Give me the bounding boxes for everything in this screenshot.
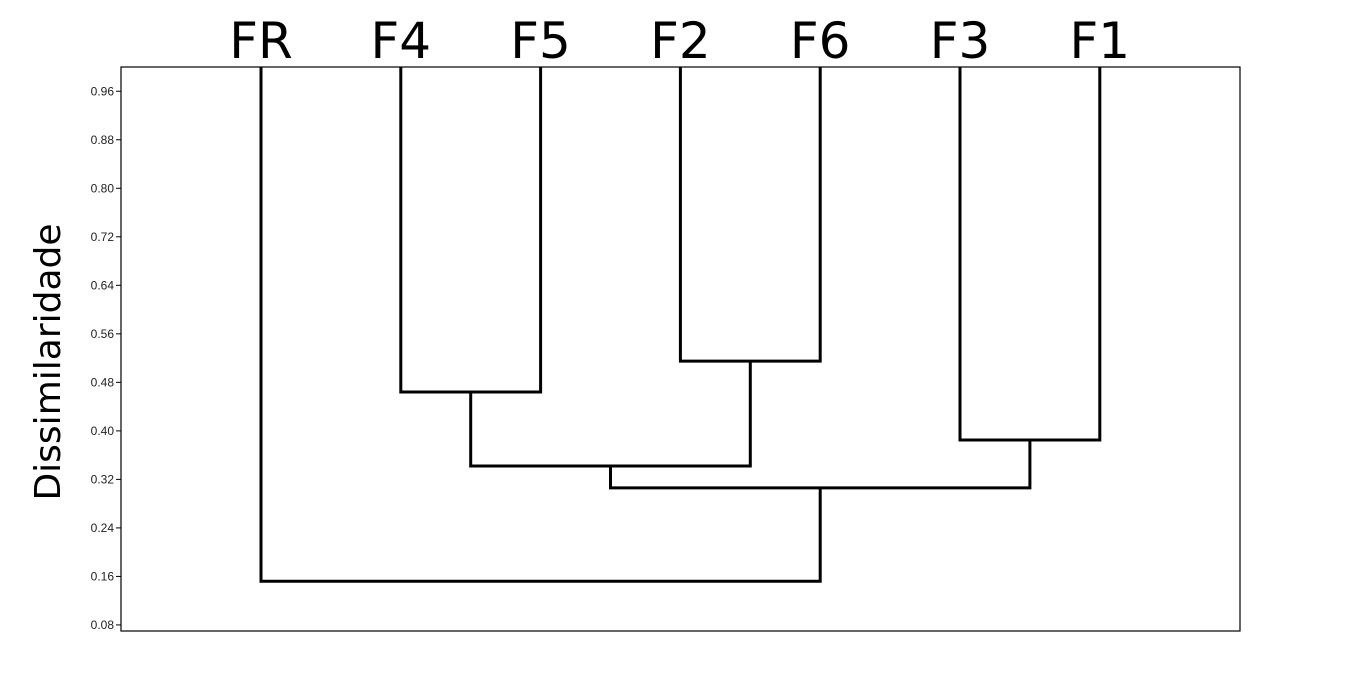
- y-axis-label: Dissimilaridade: [28, 223, 69, 500]
- dendrogram-link-c1: [399, 67, 543, 394]
- y-tick-label: 0.56: [91, 327, 115, 341]
- leaf-label-fr: FR: [229, 12, 293, 70]
- leaf-label-f1: F1: [1070, 12, 1131, 70]
- y-axis: 0.08 0.16 0.24 0.32 0.40 0.48 0.56 0.64 0.72 0.80…: [91, 84, 121, 632]
- leaf-label-f6: F6: [790, 12, 851, 70]
- dendrogram-link-c5: [609, 439, 1032, 490]
- y-tick-label: 0.88: [91, 133, 115, 147]
- dendrogram-links: [259, 67, 1102, 583]
- plot-frame: [120, 66, 1241, 632]
- leaf-label-f5: F5: [510, 12, 571, 70]
- y-tick-label: 0.16: [91, 569, 115, 583]
- y-tick-label: 0.96: [91, 84, 115, 98]
- y-tick-label: 0.48: [91, 375, 115, 389]
- y-tick-label: 0.64: [91, 278, 115, 292]
- y-tick-label: 0.80: [91, 181, 115, 195]
- dendrogram-link-c4: [469, 361, 752, 468]
- y-tick-label: 0.40: [91, 424, 115, 438]
- leaf-label-f3: F3: [930, 12, 991, 70]
- dendrogram-link-c3: [958, 67, 1102, 442]
- dendrogram-link-c2: [678, 67, 822, 363]
- y-tick-label: 0.72: [91, 230, 115, 244]
- dendrogram-link-c6: [259, 67, 822, 583]
- leaf-label-f4: F4: [371, 12, 432, 70]
- y-tick-label: 0.08: [91, 618, 115, 632]
- leaf-labels: FR F4 F5 F2 F6 F3 F1: [229, 12, 1130, 70]
- leaf-label-f2: F2: [650, 12, 711, 70]
- y-tick-label: 0.32: [91, 472, 115, 486]
- y-tick-label: 0.24: [91, 521, 115, 535]
